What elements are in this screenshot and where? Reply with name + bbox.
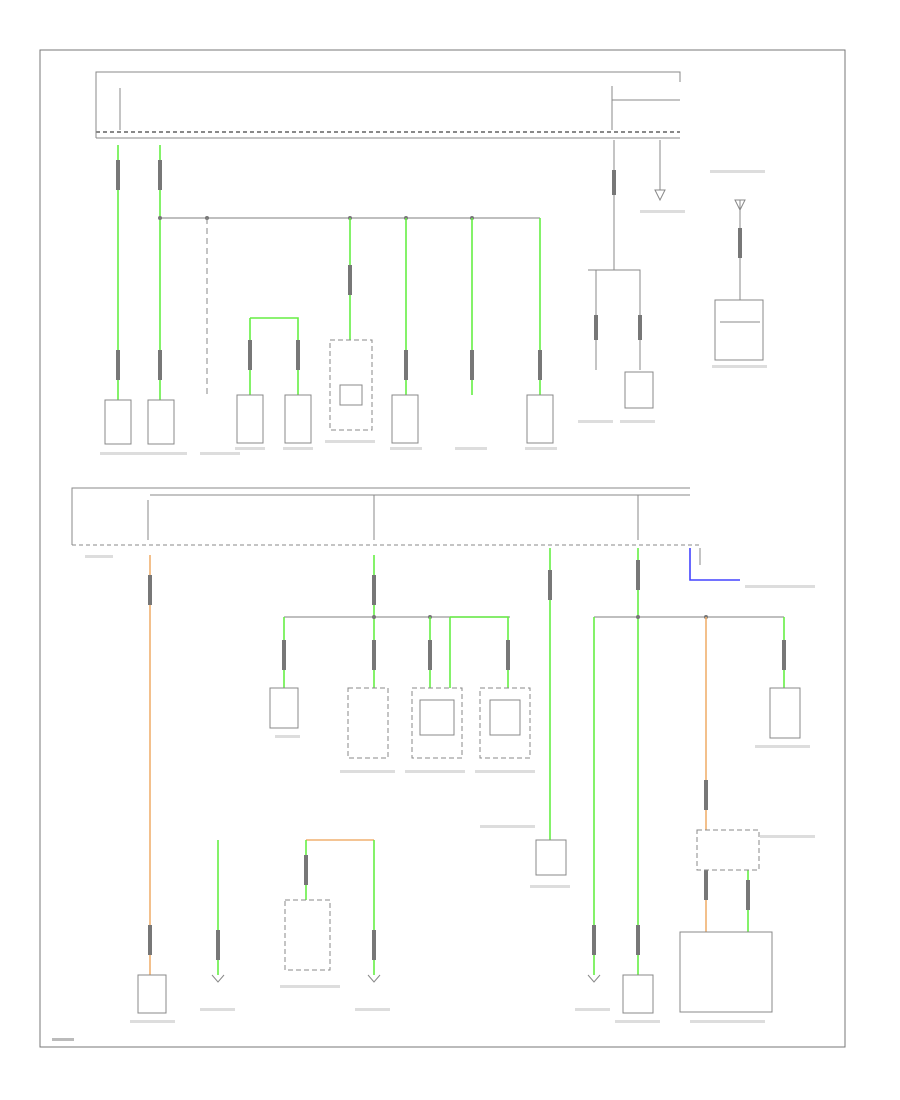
component-b8 <box>696 829 760 871</box>
connector-b14 <box>782 640 786 670</box>
component-t9 <box>714 299 764 361</box>
component-t5 <box>329 339 373 431</box>
connector-b6 <box>428 640 432 670</box>
component-t6 <box>391 394 419 444</box>
connector-b8 <box>548 570 552 600</box>
connector-4 <box>158 350 162 380</box>
ground-symbol-b1 <box>211 974 225 983</box>
connector-1 <box>116 160 120 190</box>
top-section <box>95 71 767 455</box>
connector-b7 <box>506 640 510 670</box>
wire-b-branch-4 <box>450 616 509 688</box>
component-b7 <box>284 899 331 971</box>
component-b1 <box>269 687 299 729</box>
connector-12 <box>638 315 642 340</box>
connector-b1 <box>148 575 152 605</box>
bottom-section <box>71 487 815 1023</box>
top-labels <box>100 170 767 455</box>
component-b2 <box>347 687 389 759</box>
component-t8 <box>624 371 654 409</box>
connector-8 <box>538 350 542 380</box>
ground-symbol-1 <box>654 189 666 202</box>
bottom-labels <box>85 555 815 1023</box>
ground-symbol-2 <box>734 199 746 212</box>
connector-b3 <box>372 575 376 605</box>
connector-11 <box>594 315 598 340</box>
connector-b13 <box>704 870 708 900</box>
connector-b9 <box>636 560 640 590</box>
connector-2 <box>158 160 162 190</box>
wire-blue <box>689 548 740 581</box>
connector-b15 <box>746 880 750 910</box>
connector-b4 <box>372 640 376 670</box>
component-b4-inner <box>489 699 521 736</box>
connector-b5 <box>282 640 286 670</box>
splice-1 <box>158 216 162 220</box>
connector-5 <box>348 265 352 295</box>
diagram-frame <box>39 49 846 1048</box>
component-t2 <box>147 399 175 445</box>
connector-3 <box>116 350 120 380</box>
connector-10 <box>296 340 300 370</box>
connector-b18 <box>372 930 376 960</box>
connector-9 <box>248 340 252 370</box>
connector-14 <box>738 228 742 258</box>
connector-6 <box>404 350 408 380</box>
component-t7 <box>526 394 554 444</box>
component-b6 <box>535 839 567 876</box>
connector-b12 <box>704 780 708 810</box>
fuse-box-bracket-top <box>95 71 681 138</box>
splice-b1 <box>372 615 376 619</box>
splice-b3 <box>636 615 640 619</box>
component-t3 <box>236 394 264 444</box>
connector-13 <box>612 170 616 195</box>
component-b5 <box>769 687 801 739</box>
footer-code-mark <box>52 1038 74 1041</box>
component-b10 <box>137 974 167 1014</box>
connector-b11 <box>592 925 596 955</box>
connector-b17 <box>304 855 308 885</box>
connector-7 <box>470 350 474 380</box>
connector-b16 <box>216 930 220 960</box>
connector-b2 <box>148 925 152 955</box>
component-t4 <box>284 394 312 444</box>
wire-branch-f <box>250 317 299 395</box>
ground-symbol-b2 <box>367 974 381 983</box>
component-t1 <box>104 399 132 445</box>
fuse-box-bracket-bottom <box>71 487 690 545</box>
component-b9 <box>679 931 773 1013</box>
component-t5-inner <box>339 384 363 406</box>
ground-symbol-b3 <box>587 974 601 983</box>
component-b3-inner <box>419 699 455 736</box>
component-b11 <box>622 974 654 1014</box>
connector-b10 <box>636 925 640 955</box>
